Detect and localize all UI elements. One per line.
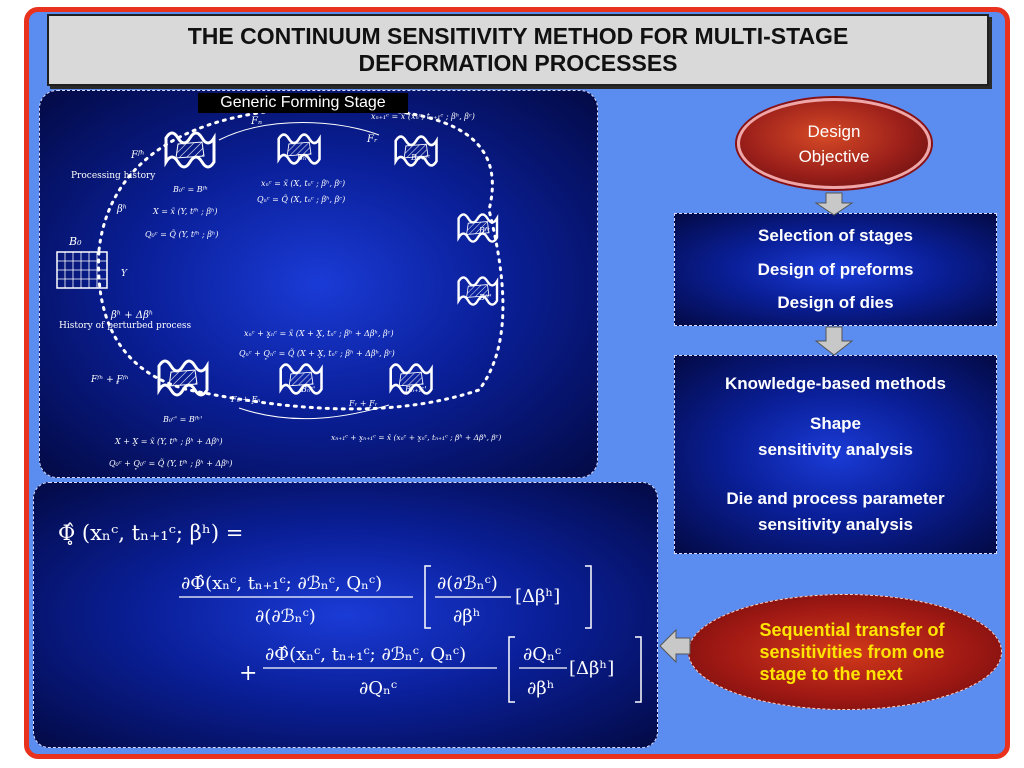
xn-eq: xₙᶜ = x̃ (X, tₙᶜ ; βʰ, βᶜ): [261, 179, 345, 188]
stages-line-3: Design of dies: [777, 293, 894, 312]
term2-bracket-numerator: ∂Qₙᶜ: [523, 644, 561, 665]
thin-path-top: [218, 122, 380, 141]
shape-b0-top: [164, 131, 216, 169]
design-objective-ellipse: Design Objective: [737, 98, 931, 189]
bn-label: Bₙᶜ: [296, 153, 309, 162]
y-label: Y: [121, 269, 128, 279]
term1-bracket-numerator: ∂(∂ℬₙᶜ): [437, 573, 498, 594]
bf-label: Bᶠᶜ: [478, 226, 490, 235]
fr-pert-label: Fᵣ + F̥ᵣ: [348, 399, 378, 408]
methods-line-1: Knowledge-based methods: [724, 374, 947, 393]
bn1-pert-label: Bₙ₊₁ᶜ': [404, 385, 427, 394]
term1-tail: [Δβʰ]: [515, 586, 560, 607]
shape-bf: [457, 213, 499, 243]
b0c-pert-eq: B₀ᶜ' = Bᶠʰ': [162, 415, 202, 424]
stages-box: Selection of stages Design of preforms D…: [674, 213, 997, 326]
thin-path-bottom: [238, 404, 390, 420]
term2-numerator: ∂Φ̂(xₙᶜ, tₙ₊₁ᶜ; ∂ℬₙᶜ, Qₙᶜ): [265, 644, 466, 665]
stages-line-1: Selection of stages: [758, 226, 913, 245]
title-box: THE CONTINUUM SENSITIVITY METHOD FOR MUL…: [47, 14, 989, 86]
term2-bracket-denominator: ∂βʰ: [527, 678, 555, 699]
q0-eq: Q₀ᶜ = Q̃ (Y, tᶠʰ ; βʰ): [145, 230, 218, 239]
qn-pert-eq: Qₙᶜ + Q̥ₙᶜ = Q̃ (X + X̥, tₙᶜ ; βʰ + Δβʰ,…: [239, 349, 395, 359]
sequential-transfer-ellipse: Sequential transfer of sensitivities fro…: [688, 594, 1002, 710]
x-pert-eq: X + X̥ = x̃ (Y, tᶠʰ ; βʰ + Δβʰ): [114, 437, 223, 446]
methods-box: Knowledge-based methods Shape sensitivit…: [674, 355, 997, 554]
term1-numerator: ∂Φ̂(xₙᶜ, tₙ₊₁ᶜ; ∂ℬₙᶜ, Qₙᶜ): [181, 573, 382, 594]
formula-lhs: Φ̥̂ (xₙᶜ, tₙ₊₁ᶜ; βʰ) =: [58, 521, 243, 546]
fn-label: Fₙ: [250, 116, 262, 127]
design-objective-text: Design Objective: [798, 121, 870, 166]
stages-line-2: Design of preforms: [757, 260, 914, 279]
qn-eq: Qₙᶜ = Q̃ (X, tₙᶜ ; βʰ, βᶜ): [257, 195, 345, 204]
process-loop: [97, 106, 505, 411]
term2-tail: [Δβʰ]: [569, 658, 614, 679]
sensitivity-formula: Φ̥̂ (xₙᶜ, tₙ₊₁ᶜ; βʰ) = ∂Φ̂(xₙᶜ, tₙ₊₁ᶜ; ∂…: [58, 521, 642, 703]
xn1-pert-eq: xₙ₊₁ᶜ + x̥ₙ₊₁ᶜ = x̂ (xₙᶜ + x̥ₙᶜ, tₙ₊₁ᶜ ;…: [331, 433, 501, 442]
fr-label: Fᵣ: [366, 134, 378, 145]
page-title: THE CONTINUUM SENSITIVITY METHOD FOR MUL…: [187, 23, 849, 76]
forming-stage-diagram: Processing history History of perturbed …: [56, 106, 505, 469]
bf-pert-label: Bᶠᶜ': [478, 293, 492, 302]
xn-pert-eq: xₙᶜ + x̥ₙᶜ = x̃ (X + X̥, tₙᶜ ; βʰ + Δβʰ,…: [244, 329, 394, 338]
plus-sign: +: [239, 661, 257, 686]
q0-pert-eq: Q₀ᶜ + Q̥₀ᶜ = Q̃ (Y, tᶠʰ ; βʰ + Δβʰ): [109, 459, 233, 469]
perturbed-history-label: History of perturbed process: [59, 321, 192, 331]
b0c-eq: B₀ᶜ = Bᶠʰ: [172, 185, 208, 194]
generic-forming-stage-label: Generic Forming Stage: [198, 93, 408, 113]
bn-pert-label: Bₙᶜ': [300, 385, 315, 394]
ff-label: Fᶠʰ: [130, 150, 145, 161]
beta-h-plus-label: βʰ + Δβʰ: [110, 310, 153, 321]
term1-denominator: ∂(∂ℬₙᶜ): [255, 606, 316, 627]
methods-line-2: Shape sensitivity analysis: [758, 414, 913, 459]
sequential-transfer-text: Sequential transfer of sensitivities fro…: [759, 620, 945, 684]
processing-history-label: Processing history: [71, 171, 156, 181]
term2-denominator: ∂Qₙᶜ: [359, 678, 397, 699]
xn1-eq: xₙ₊₁ᶜ = x̂ (xₙᶜ, tₙ₊₁ᶜ ; βʰ, βᶜ): [371, 112, 475, 121]
initial-shape-grid: [56, 251, 108, 289]
b0-label: B₀: [68, 235, 82, 248]
term1-bracket-denominator: ∂βʰ: [453, 606, 481, 627]
bn1-label: Bₙ₊₁ᶜ: [410, 153, 431, 162]
beta-h-label: βʰ: [116, 204, 127, 215]
formula-panel: [33, 482, 658, 748]
ff-pert-label: Fᶠʰ + F̥ᶠʰ: [90, 375, 129, 385]
shape-b0-bottom: [157, 359, 209, 397]
x-eq: X = x̃ (Y, tᶠʰ ; βʰ): [152, 207, 218, 216]
methods-line-3: Die and process parameter sensitivity an…: [726, 489, 945, 534]
fn-pert-label: Fₙ + F̥ₙ: [230, 395, 260, 404]
